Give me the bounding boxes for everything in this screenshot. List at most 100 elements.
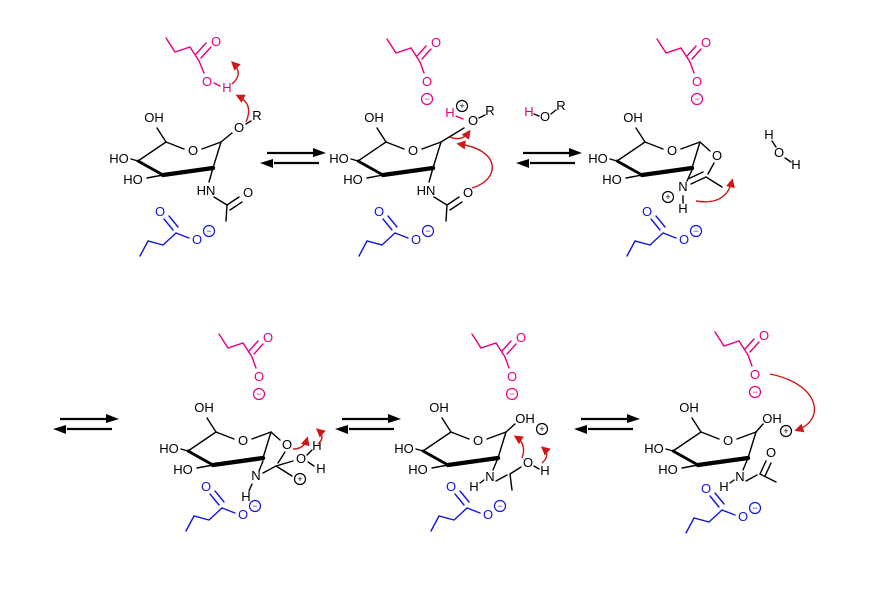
hydroxyl-o-label: O <box>202 74 212 89</box>
plus-charge-circle <box>293 472 307 486</box>
curved-arrow-proton-shift <box>315 428 326 445</box>
oxazolinium-ring: O N H + <box>661 141 723 216</box>
n-h-label: H <box>241 489 250 504</box>
amide-o-label: O <box>463 185 473 200</box>
water-h2-label: H <box>316 461 325 476</box>
oxazoline-water-adduct: O N H O H H + <box>241 431 326 504</box>
acetamido-bonds <box>428 167 463 222</box>
carbonyl-o-label: O <box>211 34 221 49</box>
plus-charge-label: + <box>665 192 670 202</box>
iminium-n-label: N <box>678 179 687 194</box>
glycosidic-o-label: O <box>468 113 478 128</box>
hydroxyl-h-label: H <box>540 463 549 478</box>
n-h-label: H <box>678 201 687 216</box>
transferred-h-label: H <box>445 105 454 120</box>
magenta-carboxylate: O O − <box>386 35 441 106</box>
c6-oh-label: OH <box>144 110 164 125</box>
released-alcohol: H O R <box>524 98 565 124</box>
plus-charge-circle <box>535 422 549 436</box>
product-groups: OH + N H O <box>719 411 793 494</box>
curved-arrow-anchimeric-attack <box>456 140 493 189</box>
curved-arrow-deprotonation <box>769 373 816 433</box>
hydroxyl-o-label: O <box>523 455 533 470</box>
amide-hn-label: HN <box>417 183 436 198</box>
curved-arrow-oh-bond <box>540 446 551 464</box>
amide-o-label: O <box>766 445 776 460</box>
blue-carboxylate-bonds <box>139 215 190 257</box>
minus-charge-circle <box>420 92 434 106</box>
magenta-acid-bonds <box>165 37 221 87</box>
curved-arrow-ring-opening <box>292 436 310 450</box>
water-h1-label: H <box>312 438 321 453</box>
panel-4-water-adduct: O N H O H H + <box>159 329 326 532</box>
panel-3-oxazolinium: O N H + H O H <box>588 34 801 257</box>
c3-ho-label: HO <box>123 172 143 187</box>
magenta-acid-protonated: O O H <box>165 34 232 95</box>
carboxylate-o-label: O <box>422 74 432 89</box>
attacking-water-o-label: O <box>296 451 306 466</box>
sugar-ring-bonds <box>130 127 222 179</box>
aglycone-r-label: R <box>252 108 261 123</box>
acid-h-label: H <box>222 80 231 95</box>
glycosidic-group: O R <box>220 108 262 143</box>
panel-6-product: OH + N H O <box>644 327 816 534</box>
acetamido-group: HN O <box>197 167 253 222</box>
panel-2-protonated-leaving-group: O O − H + O R <box>329 35 495 257</box>
minus-charge-label: − <box>206 226 211 236</box>
blue-carboxylate: O O − <box>139 204 216 257</box>
product-bonds <box>729 423 777 484</box>
curved-arrow-oh-bond <box>231 61 241 85</box>
protonated-leaving-group: H + O R <box>440 99 495 143</box>
alcohol-o-label: O <box>540 109 550 124</box>
amide-hn-label: HN <box>197 183 216 198</box>
alcohol-h-label: H <box>524 104 533 119</box>
amide-n-label: N <box>735 469 744 484</box>
curved-arrow-co-bond-breaking <box>449 129 471 140</box>
plus-charge-label: + <box>459 101 464 111</box>
plus-charge-circle <box>455 99 469 113</box>
n-h-label: H <box>719 479 728 494</box>
c4-ho-label: HO <box>109 151 129 166</box>
amine-n-label: N <box>485 469 494 484</box>
water-h2-label: H <box>791 157 800 172</box>
alcohol-bonds <box>533 109 557 117</box>
glycosidic-o-label: O <box>234 120 244 135</box>
curved-arrow-collapse <box>513 435 525 459</box>
minus-charge-circle <box>202 224 216 238</box>
water-h1-label: H <box>764 127 773 142</box>
alcohol-r-label: R <box>556 98 565 113</box>
acetamido-bonds <box>208 167 243 222</box>
plus-charge-label: + <box>539 424 544 434</box>
aglycone-r-label: R <box>485 103 494 118</box>
acetamido-group: HN O <box>417 167 473 222</box>
anomeric-oh-label: OH <box>515 411 535 426</box>
panel-1-substrate: O O H O OH HO HO <box>109 34 262 257</box>
magenta-carboxylate-bonds <box>386 38 432 74</box>
equilibrium-arrow <box>260 148 326 168</box>
plus-charge-circle <box>661 190 675 204</box>
water-molecule: H O H <box>764 127 800 172</box>
intermediate-bonds <box>479 423 540 491</box>
carboxylate-o-label: O <box>192 232 202 247</box>
amine-n-label: N <box>251 468 260 483</box>
plus-charge-label: + <box>783 426 788 436</box>
n-h-label: H <box>469 479 478 494</box>
oxazolinium-bonds <box>682 141 723 204</box>
curved-arrow-o-to-h <box>235 94 250 123</box>
anomeric-oh-label: OH <box>762 411 782 426</box>
carbonyl-o-label: O <box>431 35 441 50</box>
oxazoline-o-label: O <box>712 148 722 163</box>
curved-arrow-oxazolinium <box>695 178 735 203</box>
carbonyl-o-label: O <box>155 204 165 219</box>
adduct-bonds <box>248 431 315 492</box>
water-o-label: O <box>774 145 784 160</box>
oxazoline-o-label: O <box>282 437 292 452</box>
ring-oxygen-label: O <box>188 143 198 158</box>
plus-charge-circle <box>779 424 793 438</box>
water-bonds <box>771 140 792 163</box>
amide-o-label: O <box>243 185 253 200</box>
sugar-ring-core: O OH HO HO <box>109 110 222 187</box>
leaving-group-bonds <box>440 114 486 143</box>
